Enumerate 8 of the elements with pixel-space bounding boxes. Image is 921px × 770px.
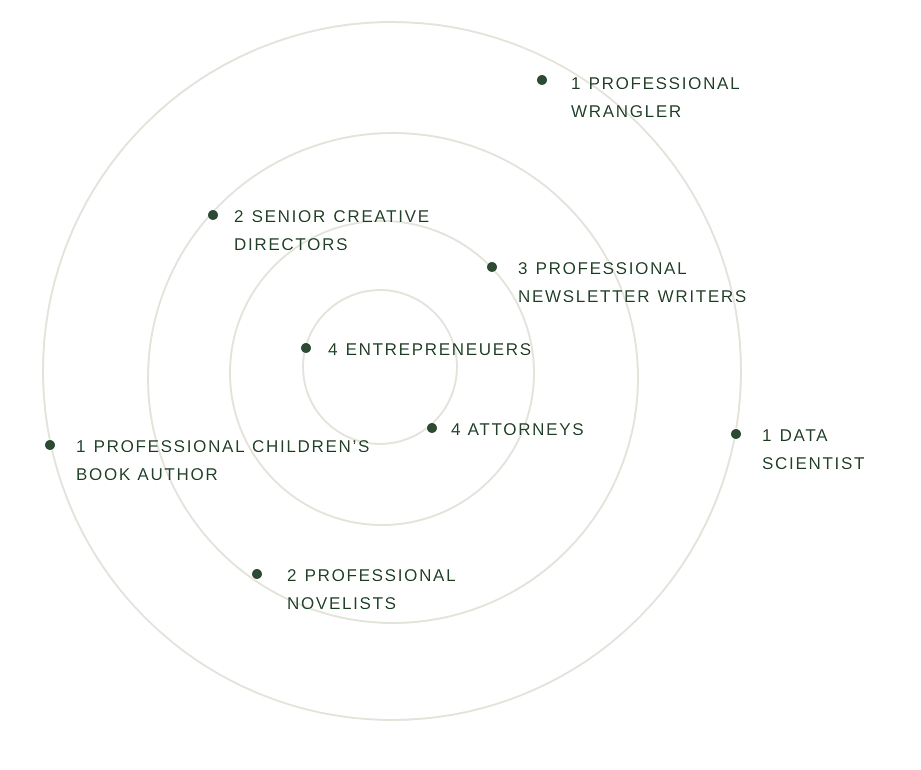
ring-label: 2 PROFESSIONAL NOVELISTS <box>287 565 458 615</box>
ring-label: 3 PROFESSIONAL NEWSLETTER WRITERS <box>518 258 749 308</box>
ring-label: 4 ENTREPRENEUERS <box>328 339 534 361</box>
ring-label: 2 SENIOR CREATIVE DIRECTORS <box>234 206 432 256</box>
ring-label: 1 PROFESSIONAL WRANGLER <box>571 73 742 123</box>
ring-label: 1 PROFESSIONAL CHILDREN’S BOOK AUTHOR <box>76 436 372 486</box>
ring-label: 4 ATTORNEYS <box>451 419 586 441</box>
ring-label: 1 DATA SCIENTIST <box>762 425 868 475</box>
